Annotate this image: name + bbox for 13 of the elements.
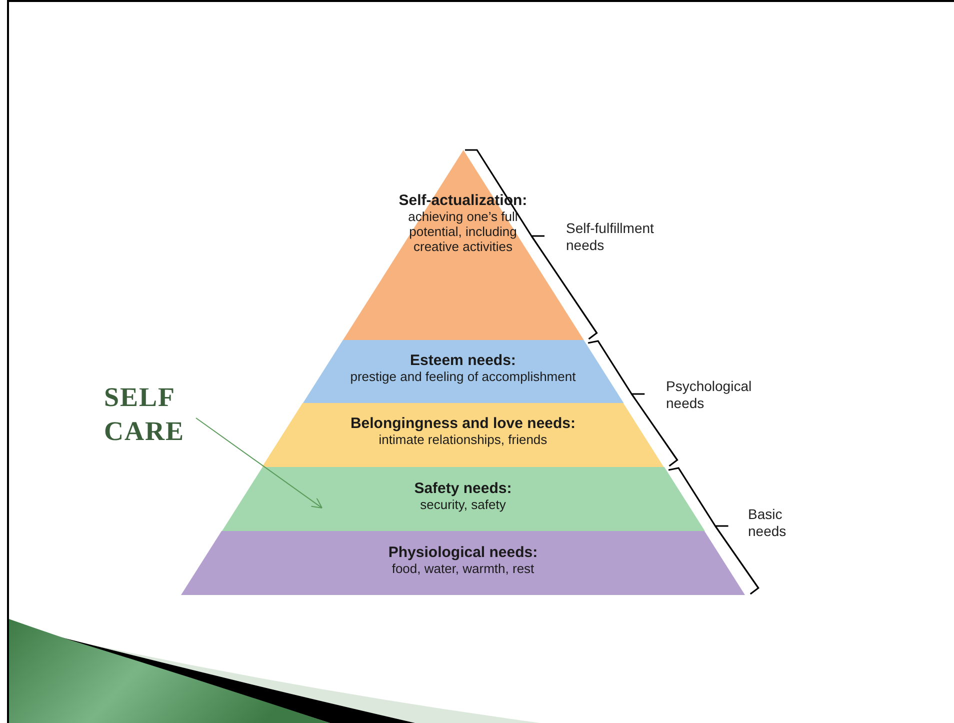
- tier-heading: Safety needs:: [413, 480, 513, 497]
- tier-description: intimate relationships, friends: [378, 432, 548, 447]
- tier-heading: Belongingness and love needs:: [349, 415, 576, 432]
- callout-text: SELF CARE: [104, 381, 186, 448]
- tier-description: prestige and feeling of accomplishment: [349, 369, 577, 384]
- bracket-label: Basic needs: [748, 506, 788, 540]
- bracket-label: Self-fulfillment needs: [566, 220, 655, 254]
- tier-heading: Esteem needs:: [409, 352, 517, 369]
- arrow: [196, 418, 322, 508]
- tier-description: security, safety: [419, 497, 507, 512]
- tier-heading: Physiological needs:: [387, 544, 539, 561]
- bracket-label: Psychological needs: [666, 378, 753, 412]
- tier-description: food, water, warmth, rest: [390, 561, 536, 576]
